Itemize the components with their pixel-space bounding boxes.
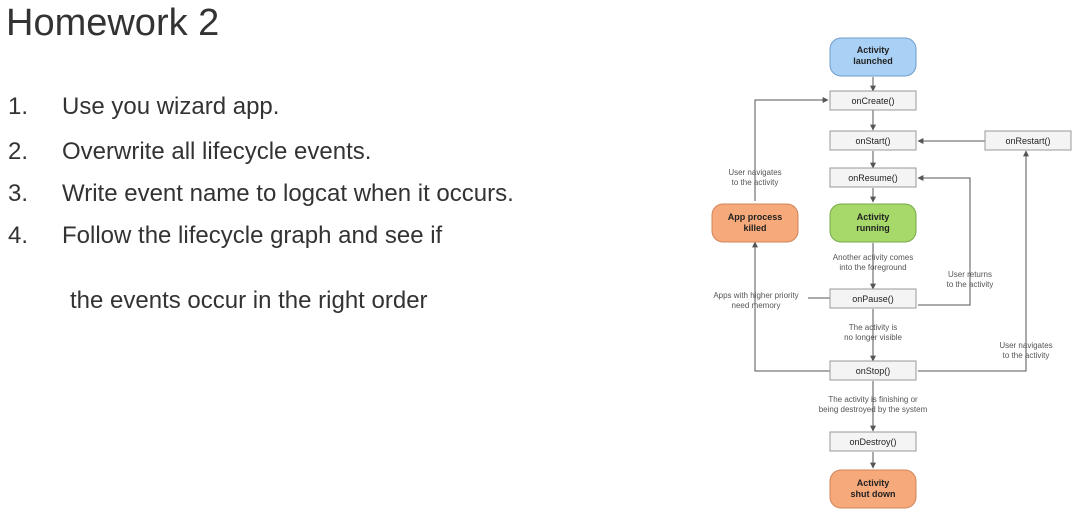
- method-label: onRestart(): [1005, 136, 1050, 146]
- state-label-line: Activity: [857, 478, 890, 488]
- task-text: Follow the lifecycle graph and see if: [62, 222, 443, 249]
- edge-killed-to-oncreate: [754, 97, 829, 201]
- method-label: onStop(): [856, 366, 891, 376]
- method-onresume: onResume(): [829, 167, 917, 188]
- note-line: User navigates: [999, 341, 1052, 350]
- method-box: [829, 360, 917, 381]
- method-label: onPause(): [852, 294, 894, 304]
- note-line: need memory: [732, 301, 781, 310]
- note-line: Another activity comes: [833, 253, 913, 262]
- method-onrestart: onRestart(): [984, 130, 1072, 151]
- method-oncreate: onCreate(): [829, 90, 917, 111]
- note-line: to the activity: [732, 178, 779, 187]
- method-box: [829, 288, 917, 309]
- method-box: [829, 90, 917, 111]
- note-higher-priority: Apps with higher priority need memory: [713, 291, 798, 310]
- state-label-line: shut down: [851, 489, 896, 499]
- note-finishing: The activity is finishing or being destr…: [819, 395, 928, 414]
- note-line: no longer visible: [844, 333, 902, 342]
- note-user-navigates-right: User navigates to the activity: [999, 341, 1052, 360]
- state-app-process-killed: App process killed: [711, 203, 799, 243]
- task-number: 4.: [8, 222, 29, 249]
- note-line: User navigates: [728, 168, 781, 177]
- task-item: 4. Follow the lifecycle graph and see if: [8, 222, 442, 250]
- note-line: Apps with higher priority: [713, 291, 798, 300]
- note-line: being destroyed by the system: [819, 405, 928, 414]
- task-4-continuation: the events occur in the right order: [70, 287, 428, 314]
- note-user-navigates-left: User navigates to the activity: [728, 168, 781, 187]
- task-item: 1. Use you wizard app.: [8, 93, 279, 121]
- state-label-line: killed: [743, 223, 766, 233]
- state-pill-shape: [829, 203, 917, 243]
- state-activity-launched: Activity launched: [829, 37, 917, 77]
- connectors: [752, 77, 1029, 469]
- method-label: onResume(): [848, 173, 898, 183]
- note-another-activity: Another activity comes into the foregrou…: [833, 253, 913, 272]
- note-line: to the activity: [947, 280, 994, 289]
- method-label: onStart(): [855, 136, 890, 146]
- method-onstart: onStart(): [829, 130, 917, 151]
- note-line: into the foreground: [839, 263, 906, 272]
- method-box: [984, 130, 1072, 151]
- state-label-line: Activity: [857, 212, 890, 222]
- state-label-line: launched: [853, 56, 893, 66]
- edge-onstop-to-onrestart: [918, 150, 1029, 372]
- task-text: Overwrite all lifecycle events.: [62, 138, 372, 165]
- method-box: [829, 431, 917, 452]
- task-number: 1.: [8, 93, 29, 120]
- note-line: The activity is: [849, 323, 897, 332]
- task-number: 2.: [8, 138, 29, 165]
- method-box: [829, 167, 917, 188]
- note-line: The activity is finishing or: [828, 395, 918, 404]
- task-text: Use you wizard app.: [62, 93, 280, 120]
- note-line: User returns: [948, 270, 992, 279]
- method-ondestroy: onDestroy(): [829, 431, 917, 452]
- state-label-line: Activity: [857, 45, 890, 55]
- state-activity-shut-down: Activity shut down: [829, 469, 917, 509]
- method-onstop: onStop(): [829, 360, 917, 381]
- state-label-line: running: [856, 223, 890, 233]
- edge-onpause-to-onresume: [917, 175, 971, 306]
- task-number: 3.: [8, 180, 29, 207]
- slide-title: Homework 2: [6, 2, 220, 44]
- task-item: 2. Overwrite all lifecycle events.: [8, 138, 371, 166]
- edge-onstop-to-killed: [752, 241, 830, 372]
- method-box: [829, 130, 917, 151]
- note-line: to the activity: [1003, 351, 1050, 360]
- state-pill-shape: [711, 203, 799, 243]
- state-activity-running: Activity running: [829, 203, 917, 243]
- state-pill-shape: [829, 37, 917, 77]
- method-onpause: onPause(): [829, 288, 917, 309]
- state-pill-shape: [829, 469, 917, 509]
- task-text: Write event name to logcat when it occur…: [62, 180, 514, 207]
- note-no-longer-visible: The activity is no longer visible: [844, 323, 902, 342]
- note-user-returns: User returns to the activity: [947, 270, 994, 289]
- task-item: 3. Write event name to logcat when it occ…: [8, 180, 514, 208]
- method-label: onDestroy(): [849, 437, 896, 447]
- method-label: onCreate(): [851, 96, 894, 106]
- state-label-line: App process: [728, 212, 783, 222]
